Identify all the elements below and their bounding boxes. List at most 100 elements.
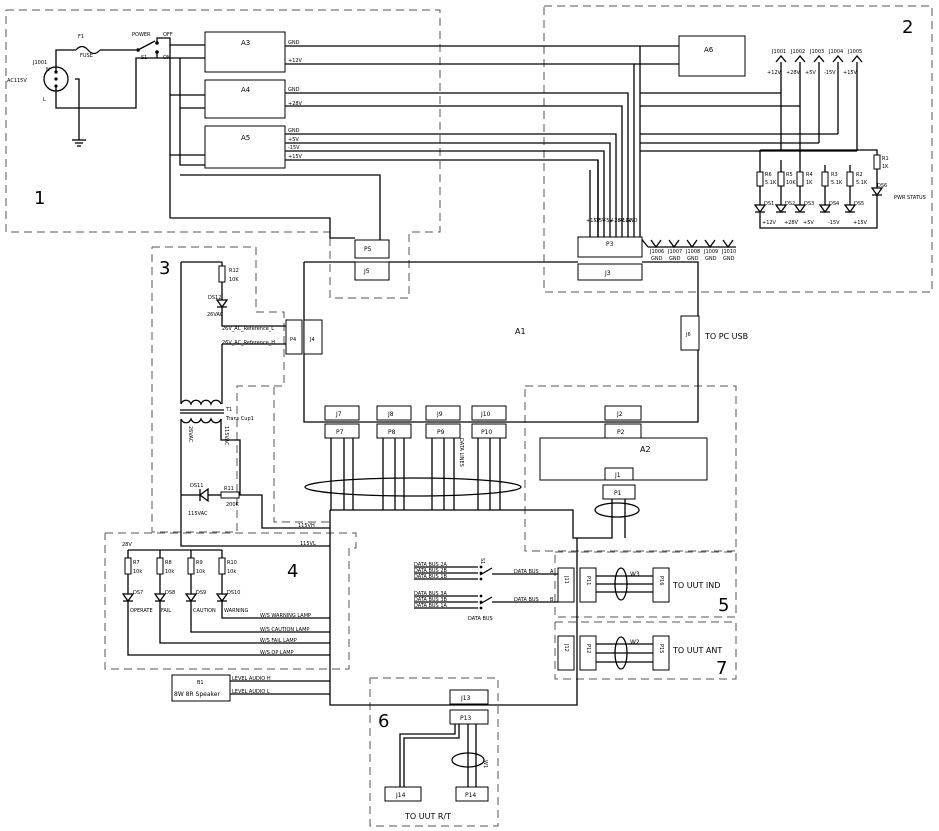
svg-text:GND: GND	[705, 256, 717, 262]
ac-input: J1001 AC115V N L F1 FUSE POWER OFF S1 ON	[7, 32, 381, 240]
svg-text:DATA BUS 1A: DATA BUS 1A	[414, 603, 448, 609]
svg-text:R12: R12	[229, 268, 239, 274]
section-7-label: 7	[716, 658, 727, 679]
svg-text:R1: R1	[882, 156, 889, 162]
svg-text:W3: W3	[630, 571, 640, 578]
connector-p5-j5: P5 J5	[354, 239, 390, 281]
svg-text:1K: 1K	[882, 164, 889, 170]
section-3-label: 3	[159, 258, 170, 279]
svg-text:26VAC: 26VAC	[187, 426, 193, 443]
svg-text:+28V: +28V	[784, 220, 799, 226]
svg-text:26V_AC_Reference_H: 26V_AC_Reference_H	[222, 340, 275, 346]
svg-text:+15V: +15V	[586, 218, 601, 224]
svg-text:DS4: DS4	[829, 201, 839, 207]
svg-text:R6: R6	[765, 172, 772, 178]
test-jacks-gnd: J1006 J1007 J1008 J1009 J1010 GND GND GN…	[639, 236, 736, 262]
svg-text:J2: J2	[616, 411, 623, 418]
svg-text:P5: P5	[364, 246, 372, 253]
svg-text:DS5: DS5	[854, 201, 864, 207]
svg-text:+5V: +5V	[288, 137, 299, 143]
svg-text:J5: J5	[363, 268, 370, 275]
svg-text:-15V: -15V	[594, 218, 606, 224]
section-5-border	[554, 551, 737, 618]
svg-text:J11: J11	[563, 575, 569, 584]
svg-text:P11: P11	[585, 576, 591, 585]
svg-text:J9: J9	[436, 411, 443, 418]
svg-text:DATA BUS 3B: DATA BUS 3B	[414, 597, 448, 603]
svg-text:A: A	[550, 569, 554, 575]
svg-text:DATA BUS 2A: DATA BUS 2A	[414, 562, 448, 568]
svg-text:J12: J12	[563, 643, 569, 652]
svg-text:P9: P9	[437, 429, 445, 436]
a1-backbone	[329, 509, 578, 706]
supply-rails	[285, 45, 679, 237]
svg-text:A4: A4	[241, 86, 251, 94]
svg-text:5.1K: 5.1K	[831, 180, 843, 186]
a2-module: J2 P2 A2 J1 P1	[539, 405, 708, 539]
svg-text:+5V: +5V	[602, 218, 613, 224]
module-a5: A5 GND +5V -15V +15V	[204, 125, 303, 169]
ac115v-label: AC115V	[7, 78, 27, 84]
svg-text:DATA BUS: DATA BUS	[514, 597, 539, 603]
svg-text:B1: B1	[197, 680, 204, 686]
module-a6: A6	[678, 35, 746, 77]
uut-rt-connection: J13 P13 W1 J14 P14 TO UUT R/T	[384, 689, 489, 821]
svg-text:R11: R11	[224, 486, 234, 492]
svg-text:A3: A3	[241, 39, 250, 47]
svg-text:DATA BUS: DATA BUS	[514, 569, 539, 575]
to-pc-usb-label: TO PC USB	[704, 332, 748, 341]
svg-text:A5: A5	[241, 134, 250, 142]
svg-text:26VAC: 26VAC	[207, 312, 224, 318]
svg-text:J13: J13	[460, 695, 471, 702]
speaker-b1: B1 8W 8R Speaker LEVEL AUDIO H LEVEL AUD…	[171, 674, 330, 702]
connector-j6: J6	[680, 315, 700, 351]
section-1-border	[5, 9, 441, 299]
test-jack-3	[813, 54, 825, 143]
svg-text:J1008: J1008	[685, 249, 700, 255]
svg-text:115VH: 115VH	[298, 523, 315, 529]
svg-text:10k: 10k	[165, 569, 174, 575]
section-2-border	[543, 5, 933, 293]
section-1-label: 1	[34, 188, 45, 209]
svg-text:DS7: DS7	[133, 590, 143, 596]
svg-text:J10: J10	[480, 411, 491, 418]
svg-text:DS11: DS11	[190, 483, 203, 489]
svg-text:R4: R4	[806, 172, 813, 178]
svg-text:-15V: -15V	[824, 70, 836, 76]
svg-text:+15V: +15V	[288, 154, 303, 160]
ds11-diode	[198, 487, 209, 503]
svg-text:J1010: J1010	[721, 249, 736, 255]
svg-text:115VAC: 115VAC	[188, 511, 208, 517]
svg-text:+28V: +28V	[288, 101, 303, 107]
test-jack-5	[851, 54, 863, 151]
svg-text:+12V: +12V	[762, 220, 777, 226]
svg-text:R8: R8	[165, 560, 172, 566]
svg-text:J1004: J1004	[828, 49, 843, 55]
section-2-label: 2	[902, 17, 913, 38]
svg-text:J1: J1	[614, 472, 621, 479]
svg-text:J6: J6	[685, 332, 691, 338]
svg-text:115VL: 115VL	[300, 541, 316, 547]
connectors-j7-j10: J7 J8 J9 J10 P7 P8 P9 P10	[324, 405, 507, 439]
svg-text:GND: GND	[288, 40, 300, 46]
svg-text:P12: P12	[585, 644, 591, 653]
connector-p4-j4: P4 J4	[285, 319, 323, 355]
data-lines-tie	[304, 477, 522, 497]
connector-p3-j3: P3 J3 +15V -15V +5V +28V +12V GND	[577, 218, 643, 281]
svg-text:J1007: J1007	[667, 249, 682, 255]
ground-symbol	[72, 139, 86, 147]
transformer-t1	[180, 399, 224, 424]
svg-text:PWR STATUS: PWR STATUS	[894, 195, 926, 201]
svg-text:+12V: +12V	[288, 58, 303, 64]
svg-text:DS3: DS3	[804, 201, 814, 207]
svg-text:J7: J7	[335, 411, 342, 418]
svg-text:DATA BUS 1B: DATA BUS 1B	[414, 574, 448, 580]
test-jack-2	[794, 54, 806, 160]
section-a1-border	[273, 387, 330, 523]
svg-text:B: B	[550, 597, 554, 603]
svg-text:OPERATE: OPERATE	[130, 608, 153, 614]
svg-text:J1003: J1003	[809, 49, 824, 55]
section-4-label: 4	[287, 561, 298, 582]
svg-text:J1009: J1009	[703, 249, 718, 255]
